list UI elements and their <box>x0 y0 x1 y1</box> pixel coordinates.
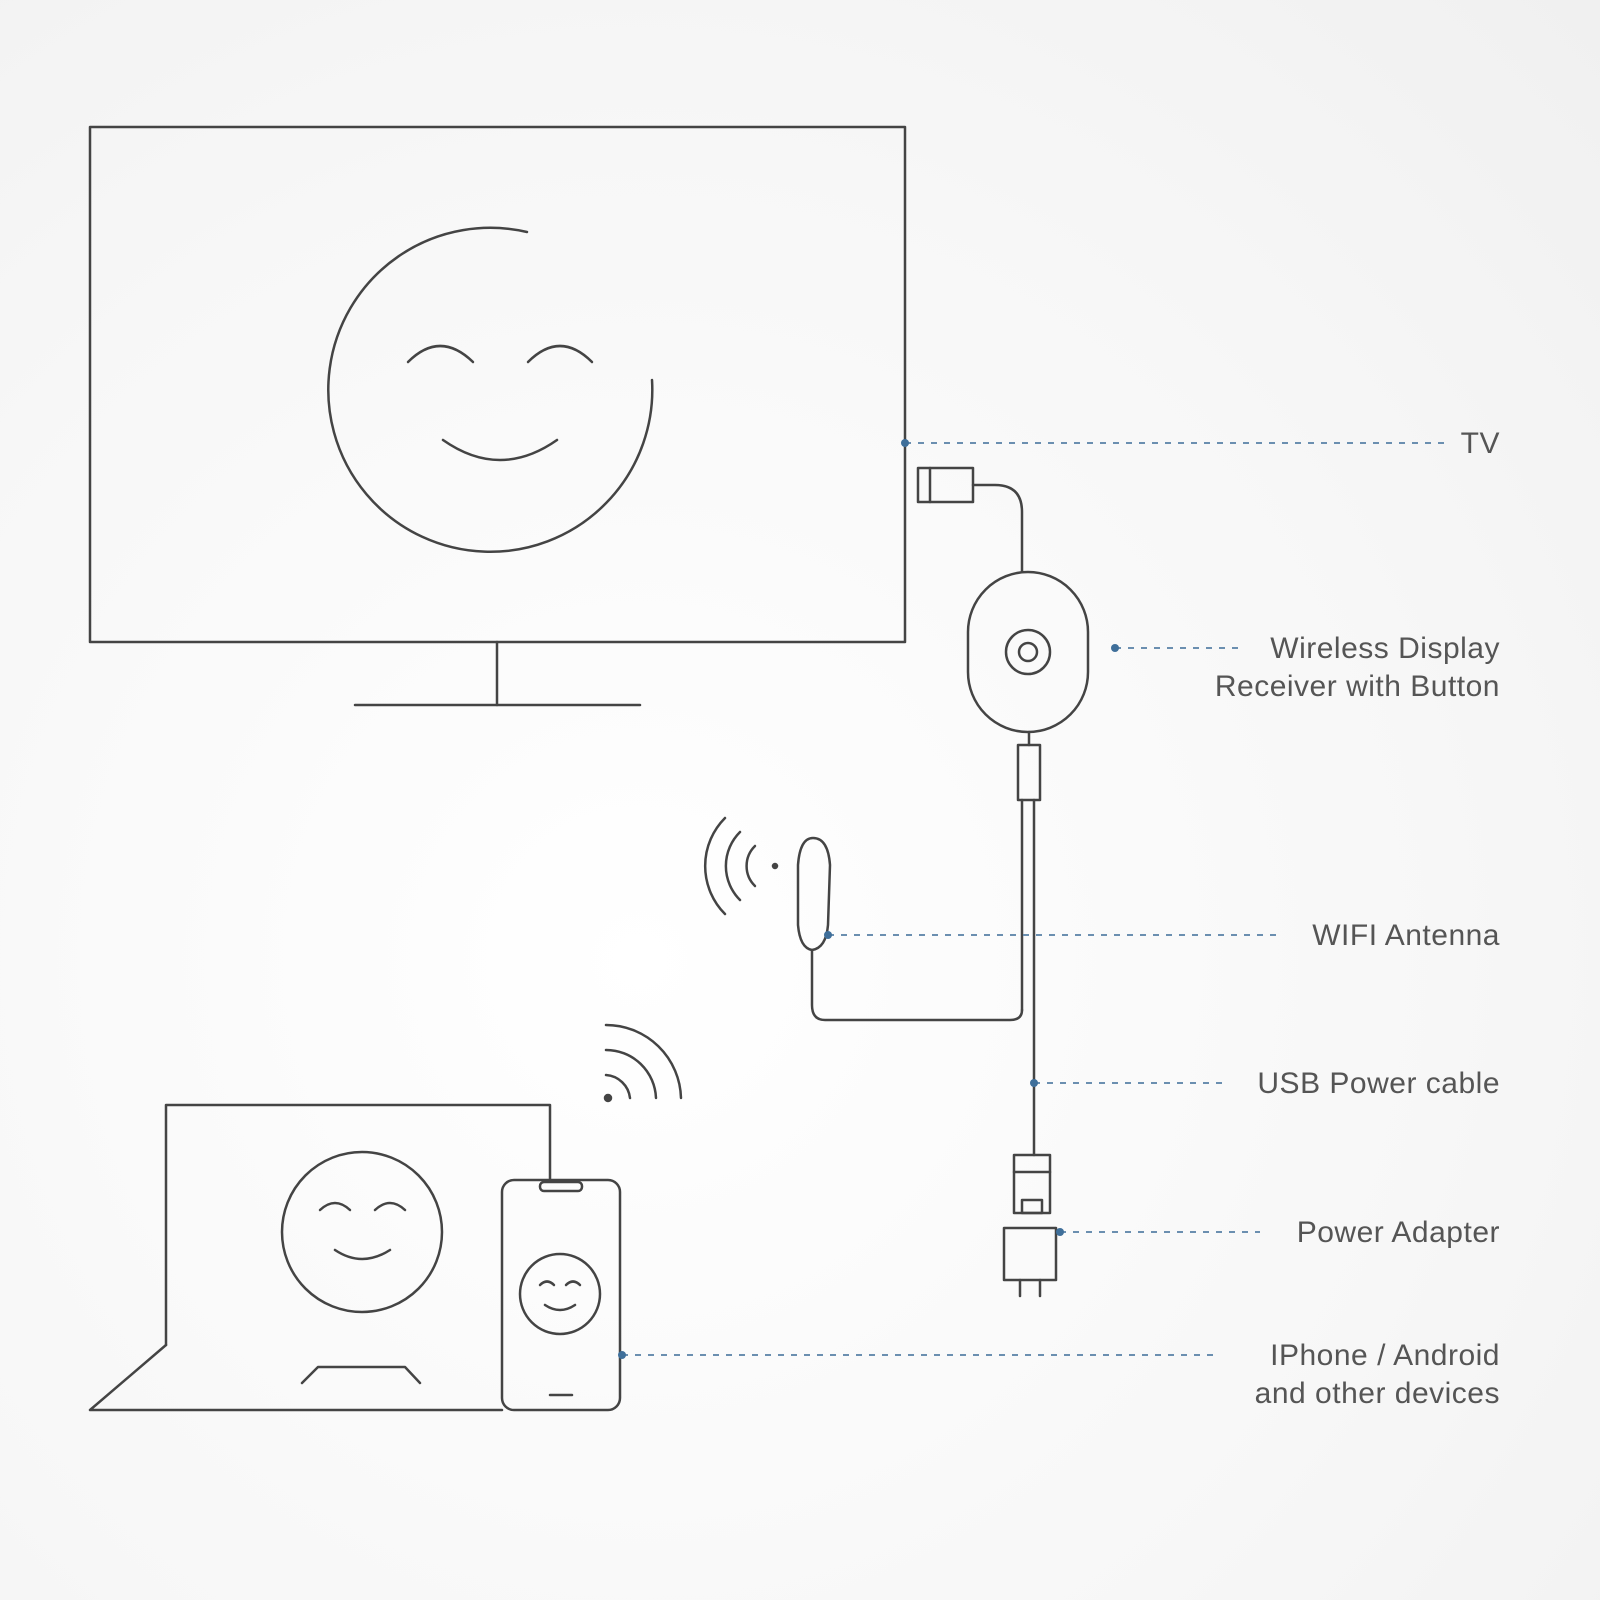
label-usb-cable-text: USB Power cable <box>1257 1067 1500 1100</box>
leader-dot-receiver <box>1111 644 1119 652</box>
label-devices: IPhone / Android and other devices <box>1255 1337 1500 1413</box>
label-tv: TV <box>1461 425 1500 463</box>
receiver-icon <box>966 570 1090 734</box>
label-receiver-line1: Wireless Display <box>1270 632 1500 665</box>
label-wifi-antenna-text: WIFI Antenna <box>1312 919 1500 952</box>
label-power-adapter: Power Adapter <box>1297 1214 1500 1252</box>
label-wifi-antenna: WIFI Antenna <box>1312 917 1500 955</box>
hdmi-connector-icon <box>916 466 1024 574</box>
label-power-adapter-text: Power Adapter <box>1296 1216 1500 1249</box>
antenna-signal-icon <box>703 816 779 916</box>
label-devices-line2: and other devices <box>1254 1377 1500 1410</box>
usb-cable-icon <box>810 730 1042 1157</box>
label-receiver: Wireless Display Receiver with Button <box>1215 630 1500 706</box>
phone-illustration <box>500 1178 622 1412</box>
label-usb-cable: USB Power cable <box>1257 1065 1500 1103</box>
laptop-illustration <box>88 1023 683 1412</box>
power-adapter-icon <box>1002 1226 1058 1298</box>
leader-dot-devices <box>618 1351 626 1359</box>
label-devices-line1: IPhone / Android <box>1270 1339 1500 1372</box>
tv-illustration <box>88 125 907 707</box>
tv-smiley-icon <box>327 226 654 554</box>
leader-dot-tv <box>901 439 909 447</box>
leader-dot-usb <box>1030 1079 1038 1087</box>
label-tv-text: TV <box>1460 427 1500 460</box>
leader-dot-antenna <box>824 931 832 939</box>
usb-plug-icon <box>1012 1153 1052 1215</box>
tv-screen <box>88 125 907 644</box>
label-receiver-line2: Receiver with Button <box>1214 670 1500 703</box>
leader-dot-adapter <box>1056 1228 1064 1236</box>
laptop-wifi-icon <box>603 1023 683 1103</box>
phone-smiley-icon <box>518 1252 602 1336</box>
laptop-smiley-icon <box>280 1150 444 1314</box>
